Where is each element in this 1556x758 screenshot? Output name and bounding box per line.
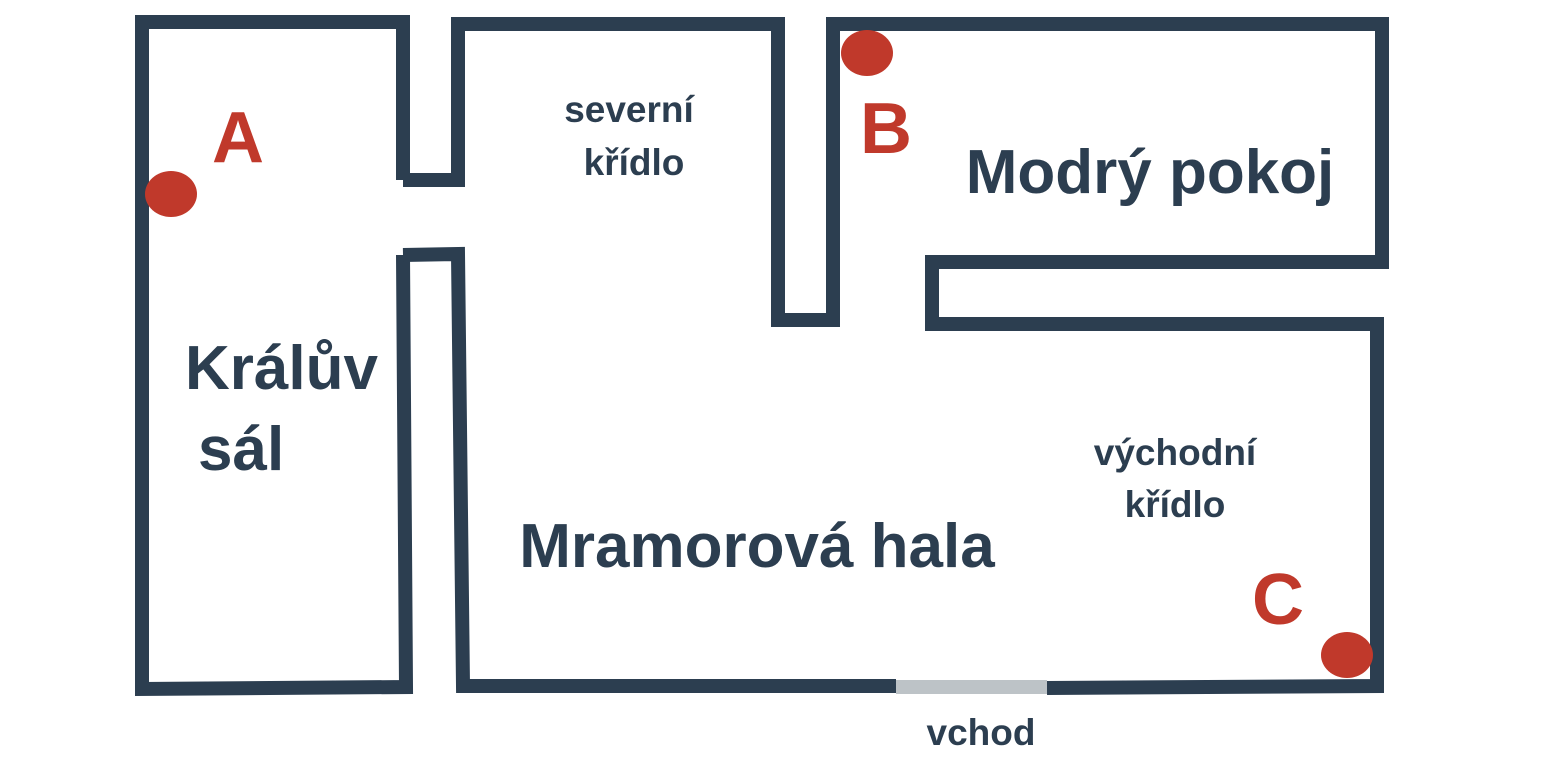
marker-c-letter: C: [1252, 560, 1304, 640]
wall-kings-hall: [135, 15, 414, 697]
marker-b: B: [841, 30, 912, 169]
marker-b-letter: B: [860, 89, 912, 169]
wall-north-wing: [403, 17, 1389, 695]
marker-a-dot: [145, 171, 197, 217]
marker-c-dot: [1321, 632, 1373, 678]
marble-hall-label: Mramorová hala: [519, 512, 995, 581]
wall-marble-hall: [402, 246, 896, 693]
blue-room-label: Modrý pokoj: [966, 138, 1335, 207]
marker-b-dot: [841, 30, 893, 76]
kings-hall-label-line2: sál: [198, 415, 284, 484]
north-wing-label-line2: křídlo: [584, 142, 685, 183]
entrance-label: vchod: [927, 712, 1036, 753]
north-wing-label-line1: severní: [564, 89, 695, 130]
east-wing-label-line1: východní: [1094, 432, 1258, 473]
walls: [135, 15, 1389, 697]
marker-a-letter: A: [212, 98, 264, 178]
marker-c: C: [1252, 560, 1373, 678]
east-wing-label-line2: křídlo: [1125, 484, 1226, 525]
marker-a: A: [145, 98, 264, 217]
kings-hall-label-line1: Králův: [185, 334, 378, 403]
